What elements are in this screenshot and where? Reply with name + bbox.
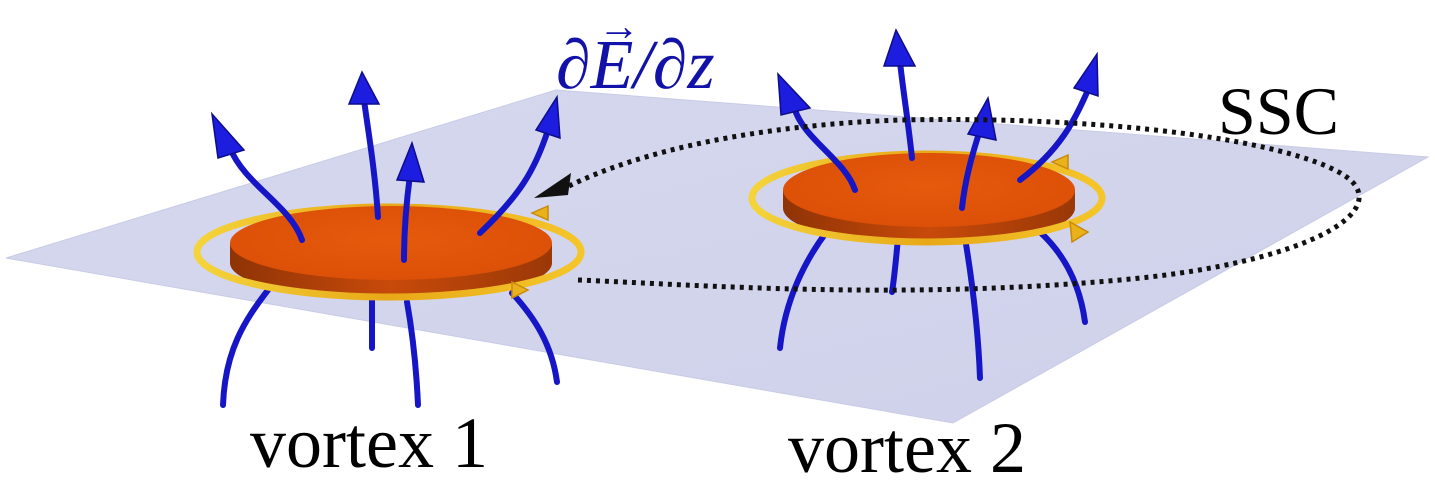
vortex-1-upper-field-lines [227, 97, 551, 263]
cone-arrowhead-icon [347, 70, 381, 105]
field-gradient-label: ∂E/∂z → [556, 4, 715, 104]
field-vector-arrow: → [598, 4, 640, 50]
field-line [1017, 87, 1091, 183]
field-line [509, 290, 560, 385]
field-line [959, 127, 983, 211]
field-gradient-text: ∂E/∂z [556, 27, 715, 104]
vortex-1-lower-field-lines [220, 287, 560, 408]
cone-arrowhead-icon [395, 140, 426, 183]
ring-direction-arrow-icon [1050, 153, 1069, 171]
dotted-path-arrowhead-icon [534, 173, 571, 198]
field-line [792, 107, 858, 193]
field-line [227, 145, 305, 243]
field-line [477, 127, 551, 236]
cone-arrowhead-icon [966, 95, 997, 141]
dotted-interaction-path [563, 117, 1362, 293]
vortex-2-arrowheads [777, 28, 1099, 141]
vortex-2-upper-field-lines [792, 59, 1091, 211]
field-line [962, 235, 983, 381]
cone-arrowhead-icon [210, 111, 246, 159]
vortex-1-disk-top [230, 206, 552, 280]
vortex-1 [193, 70, 585, 408]
field-line [220, 287, 271, 408]
cone-arrowhead-icon [882, 28, 917, 67]
cone-arrowhead-icon [534, 94, 561, 140]
vortex-2 [748, 28, 1106, 381]
vortex-2-label: vortex 2 [788, 408, 1026, 481]
cone-arrowhead-icon [1072, 51, 1099, 98]
field-line [361, 97, 381, 220]
field-line [897, 59, 915, 161]
ring-direction-arrow-icon [1069, 220, 1090, 244]
vortex-2-ring-front [748, 197, 1106, 246]
vortex-1-arrowheads [210, 70, 561, 183]
field-line [777, 227, 831, 351]
vortex-2-disk-top [783, 153, 1075, 227]
vortex-1-ring-front [193, 251, 585, 301]
vortex-1-label: vortex 1 [250, 403, 488, 481]
field-line [401, 172, 413, 263]
field-line [404, 299, 421, 408]
field-line [1037, 229, 1088, 325]
ring-direction-arrow-icon [530, 204, 549, 222]
ring-direction-arrow-icon [511, 280, 530, 300]
ssc-label: SSC [1218, 73, 1339, 149]
cone-arrowhead-icon [777, 71, 812, 116]
